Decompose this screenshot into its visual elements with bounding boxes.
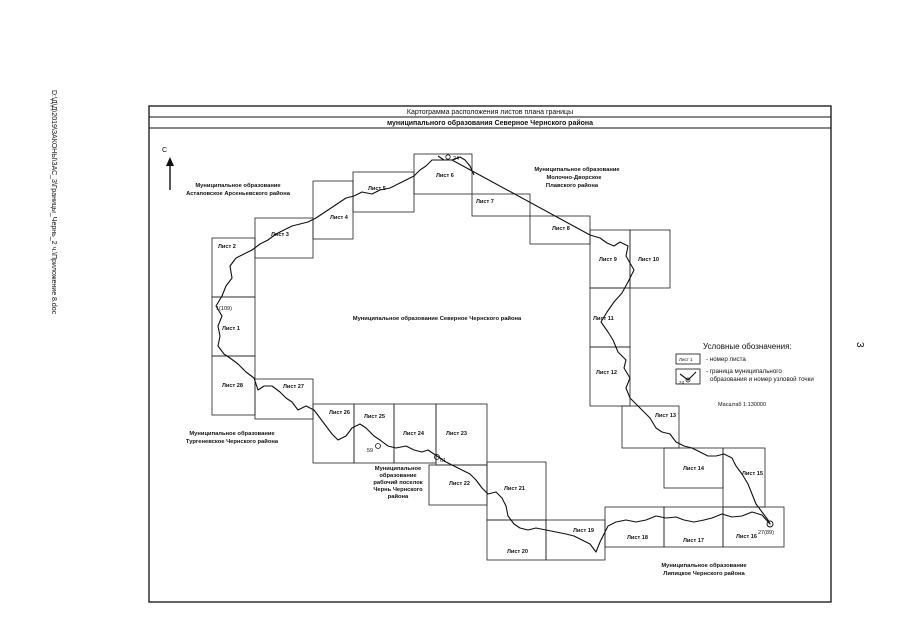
sheet-label: Лист 2 — [218, 244, 236, 250]
node-point-label: 61 — [440, 458, 446, 464]
legend-sheet-desc: - номер листа — [706, 356, 746, 363]
node-point-label: 59 — [367, 448, 373, 454]
legend-sheet-swatch — [675, 353, 701, 365]
region-label-molochno-dvorskoe: Муниципальное образование Молочно-Дворск… — [534, 166, 620, 189]
map-title-line1: Картограмма расположения листов плана гр… — [407, 109, 573, 116]
region-label-lipitskoe: Муниципальное образование Липицкое Чернс… — [661, 562, 747, 577]
legend-title: Условные обозначения: — [703, 342, 792, 351]
page-number: 3 — [854, 342, 865, 348]
svg-text:Астаповское Арсеньевского райо: Астаповское Арсеньевского района — [186, 190, 291, 197]
node-point-marker — [375, 443, 381, 449]
legend: Условные обозначения: Лист 1 - номер лис… — [675, 342, 814, 408]
sheet-label: Лист 4 — [330, 215, 349, 221]
sheet-label: Лист 26 — [329, 410, 350, 416]
sheet-label: Лист 6 — [436, 173, 454, 179]
region-label-chern: Муниципальное образование рабочий посело… — [373, 466, 423, 500]
svg-text:образование: образование — [379, 472, 417, 479]
svg-text:Муниципальное образование: Муниципальное образование — [534, 166, 620, 173]
node-points: 24 1(109) 59 61 27(89) — [216, 154, 774, 536]
sheet-label: Лист 3 — [271, 232, 289, 238]
svg-text:Муниципальное: Муниципальное — [375, 466, 422, 472]
sheet-label: Лист 16 — [736, 534, 757, 540]
sheet-label: Лист 15 — [742, 471, 763, 477]
node-point-label: 24 — [453, 156, 459, 162]
region-label-turgenevskoe: Муниципальное образование Тургеневское Ч… — [186, 430, 279, 445]
legend-boundary-desc-2: образования и номер узловой точки — [710, 376, 814, 383]
node-point-marker — [766, 520, 774, 528]
node-point-marker — [434, 454, 440, 460]
sheet-label: Лист 9 — [599, 257, 617, 263]
sheet-label: Лист 10 — [638, 257, 659, 263]
sheet-label: Лист 14 — [683, 466, 705, 472]
map-title-line2: муниципального образования Северное Черн… — [387, 119, 593, 127]
sheet-label: Лист 17 — [683, 538, 704, 544]
svg-text:Чернь Чернского: Чернь Чернского — [373, 487, 423, 493]
svg-text:Молочно-Дворское: Молочно-Дворское — [546, 175, 602, 181]
legend-boundary-line — [679, 371, 697, 381]
sheet-label: Лист 7 — [476, 199, 494, 205]
node-point-marker — [445, 154, 451, 160]
legend-boundary-swatch — [675, 368, 701, 385]
svg-text:Муниципальное образование: Муниципальное образование — [189, 430, 275, 437]
sheet-label: Лист 18 — [627, 535, 648, 541]
sheet-label: Лист 23 — [446, 431, 467, 437]
node-point-label: 1(109) — [216, 306, 232, 312]
region-label-astapovskoe: Муниципальное образование Астаповское Ар… — [186, 182, 291, 197]
sheet-label: Лист 1 — [222, 326, 240, 332]
center-region-label: Муниципальное образование Северное Чернс… — [353, 315, 522, 322]
sheet-label: Лист 28 — [222, 383, 243, 389]
svg-text:Тургеневское Чернского района: Тургеневское Чернского района — [186, 438, 279, 445]
sheet-grid — [211, 153, 785, 561]
svg-text:Муниципальное образование: Муниципальное образование — [195, 182, 281, 189]
legend-boundary-sample: 24 — [679, 380, 685, 385]
north-label: С — [162, 147, 167, 154]
map-frame — [148, 105, 832, 603]
legend-boundary-desc-1: - граница муниципального — [706, 368, 782, 375]
sheet-label: Лист 13 — [655, 413, 676, 419]
sheet-label: Лист 21 — [504, 486, 525, 492]
sheet-label: Лист 27 — [283, 384, 304, 390]
sheet-label: Лист 19 — [573, 528, 594, 534]
sheet-label: Лист 22 — [449, 481, 470, 487]
svg-text:рабочий поселок: рабочий поселок — [373, 479, 422, 486]
file-path-text: D:\Д\Д\2019\ЗАКОНЫ\ЗАС_3\Границы_Чернь_2… — [50, 90, 57, 315]
sheet-label: Лист 8 — [552, 226, 570, 232]
legend-scale: Масштаб 1:130000 — [718, 402, 766, 408]
boundary-line — [215, 155, 771, 553]
sheet-label: Лист 24 — [403, 431, 425, 437]
svg-text:Плавского района: Плавского района — [546, 182, 599, 189]
legend-sheet-sample: Лист 1 — [679, 357, 693, 362]
sheet-label: Лист 25 — [364, 414, 385, 420]
svg-text:района: района — [388, 493, 409, 500]
svg-text:Муниципальное образование: Муниципальное образование — [661, 562, 747, 569]
sheet-label: Лист 12 — [596, 370, 617, 376]
node-point-label: 27(89) — [758, 530, 774, 536]
sheet-label: Лист 5 — [368, 186, 386, 192]
svg-text:Липицкое Чернского района: Липицкое Чернского района — [663, 570, 745, 577]
sheet-label: Лист 20 — [507, 549, 528, 555]
north-arrow: С — [162, 147, 174, 190]
